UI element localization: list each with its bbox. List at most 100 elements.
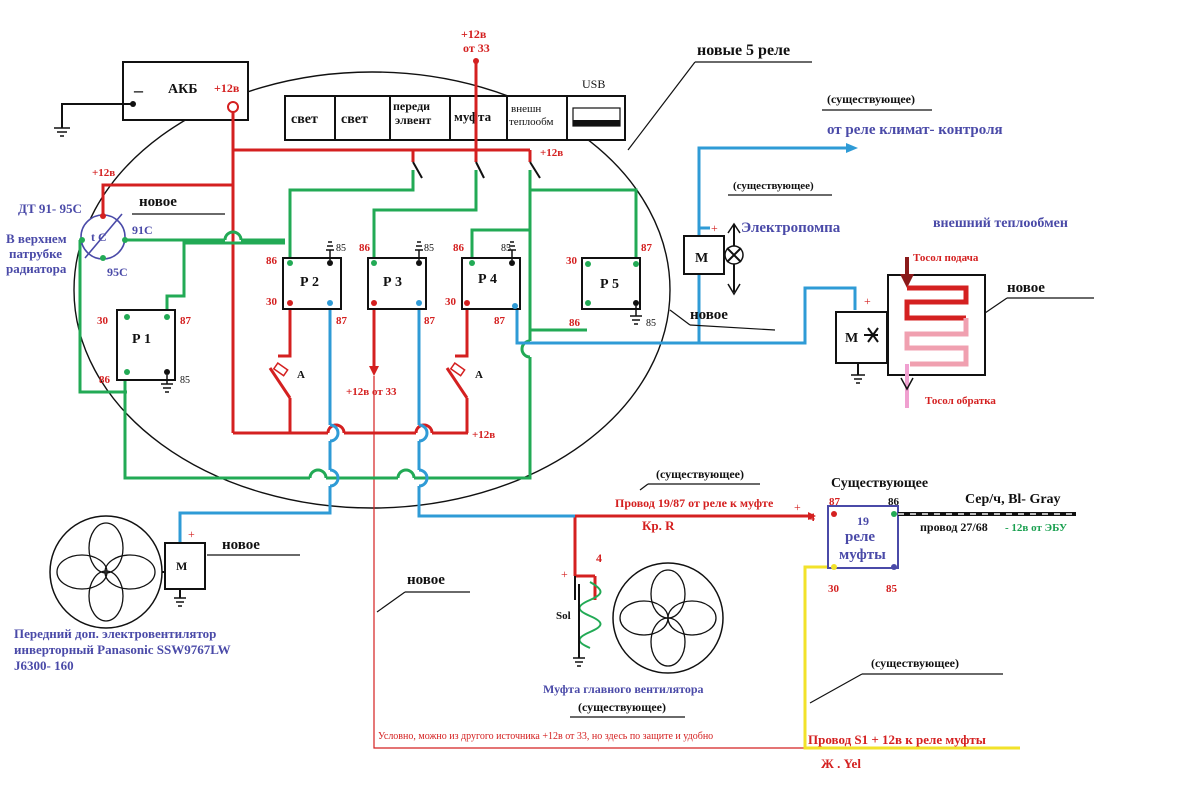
heat-new: новое — [1007, 280, 1045, 296]
solenoid-label: Sol — [556, 610, 571, 622]
svg-text:Р 1: Р 1 — [132, 332, 151, 347]
battery-minus: – — [133, 80, 144, 100]
heat-exchanger-fan: М + — [835, 294, 888, 384]
relay5-new: новое — [690, 307, 728, 323]
pump-existing: (существующее) — [733, 180, 814, 192]
clutch-relay: 19 реле муфты 87 86 30 85 — [827, 496, 900, 595]
svg-text:85: 85 — [886, 583, 898, 595]
front-fan-caption-2: инверторный Panasonic SSW9767LW — [14, 642, 231, 657]
switch-symbol-3 — [529, 161, 541, 179]
s1-wire-color: Ж . Yel — [821, 756, 861, 771]
switch-symbol-1 — [412, 161, 423, 179]
top-left-plus12: +12в — [92, 167, 115, 179]
svg-text:86: 86 — [569, 317, 581, 329]
svg-text:М: М — [176, 559, 187, 573]
top-feed-label-2: от 33 — [463, 41, 490, 55]
svg-text:85: 85 — [424, 243, 434, 254]
front-fan-caption-1: Передний доп. электровентилятор — [14, 626, 216, 641]
heat-supply: Тосол подача — [913, 252, 979, 264]
sensor-location-1: В верхнем — [6, 231, 67, 246]
pump-name: Электропомпа — [741, 220, 841, 236]
svg-text:+: + — [711, 221, 718, 235]
temperature-sensor: t C — [79, 213, 128, 261]
sensor-new: новое — [139, 194, 177, 210]
relay-p5: Р 5 30 87 86 85 — [566, 242, 656, 329]
svg-text:86: 86 — [99, 374, 111, 386]
relay-p4: Р 4 86 85 30 87 — [445, 241, 521, 327]
switch-light-1[interactable]: свет — [291, 112, 318, 127]
clutch-wire-existing: (существующее) — [656, 467, 744, 481]
battery-plus-label: +12в — [214, 81, 240, 95]
svg-text:Р 4: Р 4 — [478, 272, 497, 287]
svg-text:t C: t C — [91, 230, 107, 244]
s1-wire-text: Провод S1 + 12в к реле муфты — [808, 732, 986, 747]
p3-plus12-from33: +12в от 33 — [346, 386, 397, 398]
svg-text:Р 5: Р 5 — [600, 277, 619, 292]
s1-existing: (существующее) — [871, 656, 959, 670]
switch-light-2[interactable]: свет — [341, 112, 368, 127]
heat-exchanger-title: внешний теплообмен — [933, 216, 1068, 231]
svg-text:87: 87 — [424, 315, 436, 327]
svg-text:85: 85 — [646, 318, 656, 329]
clutch-wire-pin: 4 — [809, 510, 815, 524]
svg-text:30: 30 — [566, 255, 578, 267]
heat-exchanger — [887, 257, 986, 408]
front-fan-new: новое — [222, 537, 260, 553]
fuse-a-right: А — [475, 369, 483, 381]
new-relays-pointer — [627, 61, 696, 151]
switch-bus-plus12: +12в — [540, 147, 563, 159]
svg-text:+: + — [864, 294, 871, 308]
relay-p2: Р 2 86 85 30 87 — [266, 241, 348, 327]
ecu-wire-minus: - 12в от ЭБУ — [1005, 522, 1067, 534]
svg-text:Р 2: Р 2 — [300, 275, 319, 290]
heat-return: Тосол обратка — [925, 395, 996, 407]
climate-existing: (существующее) — [827, 92, 915, 106]
svg-text:87: 87 — [336, 315, 348, 327]
svg-text:87: 87 — [829, 496, 841, 508]
svg-text:+: + — [794, 500, 801, 514]
solenoid — [573, 576, 602, 667]
svg-text:реле: реле — [845, 529, 875, 545]
svg-text:муфты: муфты — [839, 547, 886, 563]
svg-text:86: 86 — [453, 242, 465, 254]
sensor-location-2: патрубке — [9, 246, 62, 261]
svg-text:87: 87 — [180, 315, 192, 327]
sensor-location-3: радиатора — [6, 261, 67, 276]
svg-text:87: 87 — [494, 315, 506, 327]
svg-text:86: 86 — [359, 242, 371, 254]
svg-text:86: 86 — [266, 255, 278, 267]
svg-text:19: 19 — [857, 514, 869, 528]
svg-text:30: 30 — [445, 296, 457, 308]
clutch-wire-text: Провод 19/87 от реле к муфте — [615, 496, 774, 510]
wire-new: новое — [407, 572, 445, 588]
front-fan-motor: М + — [164, 527, 206, 607]
svg-text:86: 86 — [888, 496, 900, 508]
svg-text:85: 85 — [501, 243, 511, 254]
ecu-wire-color: Сер/ч, Bl- Gray — [965, 492, 1061, 507]
new-relays-ellipse — [73, 71, 671, 509]
sensor-95c: 95С — [107, 265, 128, 279]
switch-clutch[interactable]: муфта — [454, 109, 492, 124]
clutch-relay-existing: Существующее — [831, 476, 928, 491]
usb-label: USB — [582, 77, 605, 91]
note-text: Условно, можно из другого источника +12в… — [378, 731, 713, 742]
sensor-name: ДТ 91- 95С — [18, 201, 82, 216]
svg-text:30: 30 — [828, 583, 840, 595]
electropump: М — [683, 222, 744, 296]
ecu-wire-number: провод 27/68 — [920, 520, 988, 534]
front-fan — [49, 515, 165, 629]
svg-text:+: + — [188, 527, 195, 541]
svg-text:85: 85 — [180, 375, 190, 386]
svg-text:30: 30 — [97, 315, 109, 327]
front-fan-caption-3: J6300- 160 — [14, 658, 74, 673]
battery-box — [122, 61, 249, 121]
svg-text:87: 87 — [641, 242, 653, 254]
battery-plus-terminal — [227, 101, 239, 113]
svg-text:4: 4 — [596, 551, 602, 565]
battery-ground-icon — [54, 127, 70, 137]
top-feed-label-1: +12в — [461, 27, 487, 41]
